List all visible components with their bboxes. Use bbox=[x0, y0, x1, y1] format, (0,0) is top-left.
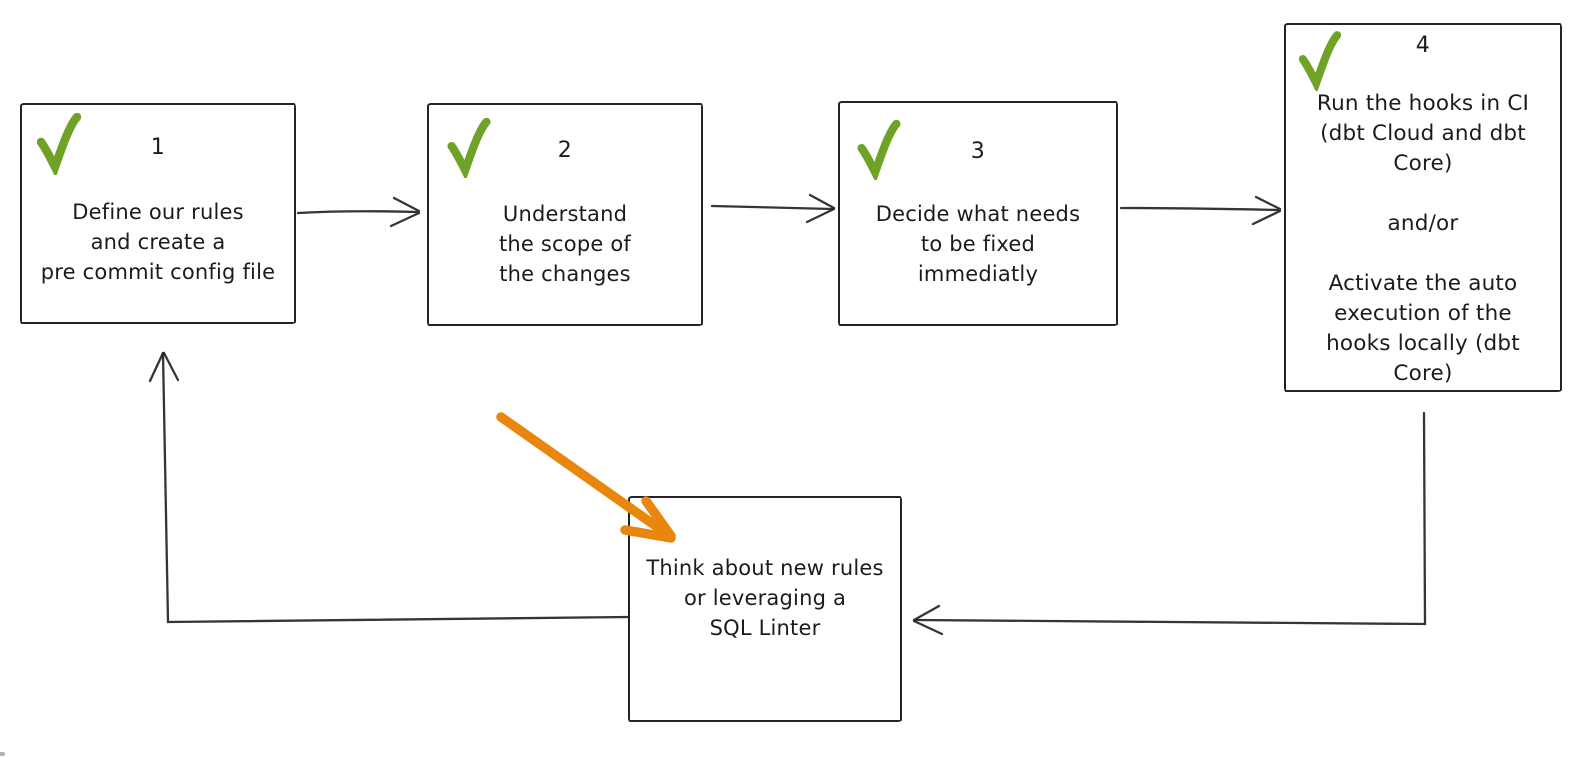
step-text: Decide what needs to be fixed immediatly bbox=[875, 202, 1081, 286]
step-text: Define our rules and create a pre commit… bbox=[40, 200, 276, 284]
check-icon bbox=[857, 120, 901, 180]
loop-note-text: Think about new rules or leveraging a SQ… bbox=[646, 556, 884, 640]
canvas-corner-mark bbox=[0, 752, 5, 756]
check-icon bbox=[1299, 31, 1341, 91]
step-number: 4 bbox=[1415, 33, 1431, 58]
check-icon bbox=[447, 118, 491, 178]
loop-note-box[interactable]: Think about new rules or leveraging a SQ… bbox=[628, 496, 902, 722]
step-text: Understand the scope of the changes bbox=[498, 202, 632, 286]
arrow-step2-to-step3 bbox=[710, 193, 836, 224]
step-2-box[interactable]: 2 Understand the scope of the changes bbox=[427, 103, 703, 326]
arrow-loop-note-to-step1 bbox=[148, 351, 630, 624]
step-3-box[interactable]: 3 Decide what needs to be fixed immediat… bbox=[838, 101, 1118, 326]
arrow-step3-to-step4 bbox=[1119, 195, 1282, 226]
step-4-box[interactable]: 4 Run the hooks in CI (dbt Cloud and dbt… bbox=[1284, 23, 1562, 392]
arrow-step4-to-loop-note bbox=[912, 411, 1427, 636]
check-icon bbox=[37, 113, 81, 175]
step-1-box[interactable]: 1 Define our rules and create a pre comm… bbox=[20, 103, 296, 324]
step-number: 1 bbox=[150, 135, 166, 160]
arrow-step1-to-step2 bbox=[296, 196, 421, 228]
step-text: Run the hooks in CI (dbt Cloud and dbt C… bbox=[1316, 91, 1530, 386]
step-number: 3 bbox=[970, 139, 986, 164]
step-number: 2 bbox=[557, 138, 573, 163]
